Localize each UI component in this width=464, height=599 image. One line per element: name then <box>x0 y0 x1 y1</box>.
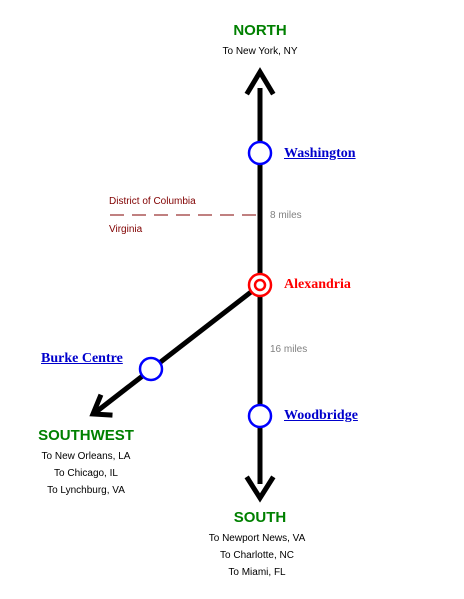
south-destination: To Charlotte, NC <box>220 550 294 561</box>
washington-station-icon <box>247 140 273 166</box>
woodbridge-station-link[interactable]: Woodbridge <box>284 408 358 423</box>
southwest-direction-label: SOUTHWEST <box>38 427 134 444</box>
north-destination: To New York, NY <box>222 46 298 57</box>
southwest-destination: To Chicago, IL <box>54 468 118 479</box>
south-destination: To Miami, FL <box>228 567 286 578</box>
washington-station-link[interactable]: Washington <box>284 146 356 161</box>
alexandria-station-inner-icon <box>253 278 267 292</box>
north-direction-label: NORTH <box>233 22 287 39</box>
distance-alexandria-woodbridge: 16 miles <box>270 344 308 355</box>
southwest-track <box>94 283 262 414</box>
alexandria-station-label: Alexandria <box>284 277 351 292</box>
burke-centre-station-link[interactable]: Burke Centre <box>41 351 123 366</box>
southwest-destination: To New Orleans, LA <box>41 451 131 462</box>
north-destinations: To New York, NY <box>222 43 297 60</box>
southwest-destinations: To New Orleans, LA To Chicago, IL To Lyn… <box>42 448 131 499</box>
southwest-destination: To Lynchburg, VA <box>47 485 125 496</box>
district-of-columbia-label: District of Columbia <box>109 196 196 207</box>
woodbridge-station-icon <box>247 403 273 429</box>
virginia-label: Virginia <box>109 224 143 235</box>
burke-centre-station-icon <box>138 356 164 382</box>
distance-washington-alexandria: 8 miles <box>270 210 302 221</box>
south-destinations: To Newport News, VA To Charlotte, NC To … <box>209 530 306 581</box>
north-arrow-icon <box>244 67 276 96</box>
south-arrow-icon <box>244 475 276 503</box>
south-direction-label: SOUTH <box>233 509 287 526</box>
south-destination: To Newport News, VA <box>208 533 306 544</box>
southwest-arrow-icon <box>89 393 113 418</box>
